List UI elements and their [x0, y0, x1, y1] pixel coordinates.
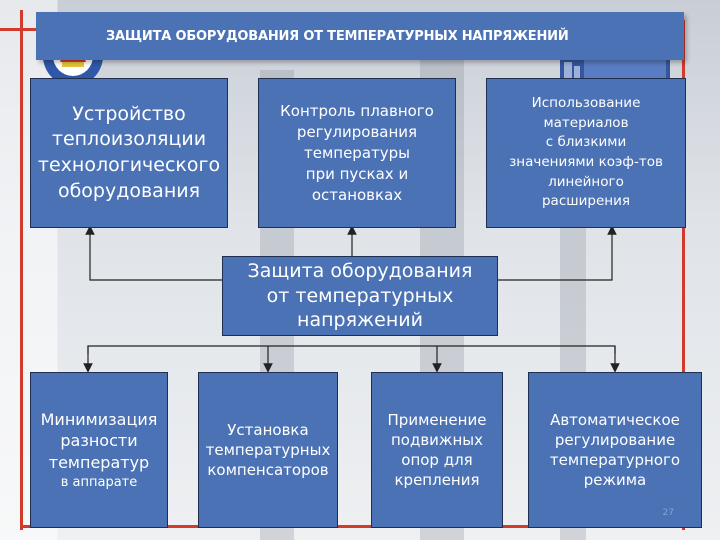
bottom-box-minimize-difference: Минимизация разности температур в аппара… — [30, 372, 168, 528]
center-box: Защита оборудования от температурных нап… — [222, 256, 498, 336]
bottom-box-minimize-difference-subtext: в аппарате — [61, 474, 138, 492]
arrow-to-top-box-3 — [497, 230, 612, 280]
bus-line — [88, 346, 615, 354]
arrow-to-top-box-1 — [90, 230, 222, 280]
bottom-box-minimize-difference-text: Минимизация разности температур — [41, 409, 158, 474]
bottom-box-automatic-regulation-text: Автоматическое регулирование температурн… — [550, 410, 680, 491]
top-box-materials-text: Использование материалов с близкими знач… — [509, 94, 663, 211]
center-box-text: Защита оборудования от температурных нап… — [248, 259, 473, 333]
top-box-insulation: Устройство теплоизоляции технологическог… — [30, 78, 228, 228]
bottom-box-movable-supports: Применение подвижных опор для крепления — [371, 372, 503, 528]
bottom-box-compensators: Установка температурных компенсаторов — [198, 372, 338, 528]
bottom-box-compensators-text: Установка температурных компенсаторов — [206, 420, 331, 481]
top-box-insulation-text: Устройство теплоизоляции технологическог… — [38, 102, 220, 205]
top-box-temperature-control-text: Контроль плавного регулирования температ… — [280, 101, 434, 206]
top-box-materials: Использование материалов с близкими знач… — [486, 78, 686, 228]
bottom-box-automatic-regulation: Автоматическое регулирование температурн… — [528, 372, 702, 528]
bottom-box-movable-supports-text: Применение подвижных опор для крепления — [388, 410, 487, 491]
top-box-temperature-control: Контроль плавного регулирования температ… — [258, 78, 456, 228]
page-number: 27 — [663, 508, 674, 518]
